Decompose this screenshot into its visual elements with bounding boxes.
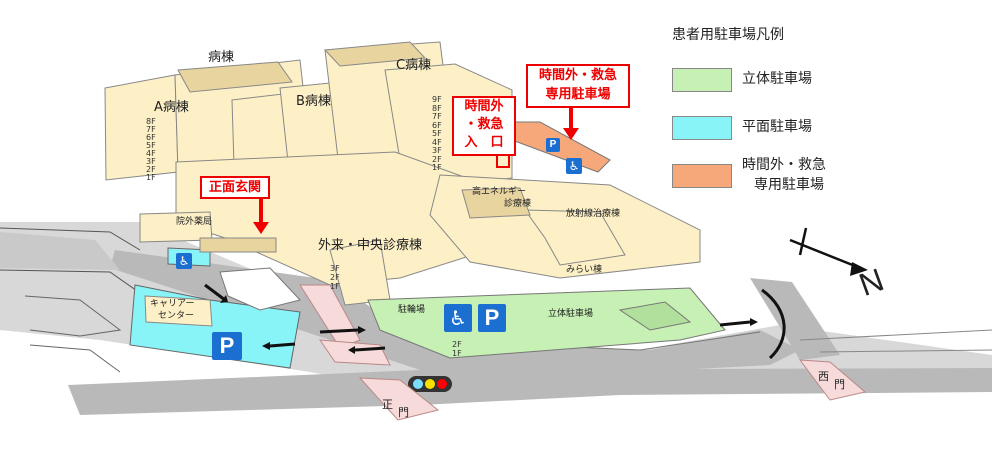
energy-label: 高エネルギー: [472, 187, 527, 197]
traffic-arrows: [204, 283, 786, 360]
legend-swatch-emergency: [672, 164, 732, 188]
pharmacy-label: 院外薬局: [176, 217, 213, 227]
ward-label: 病棟: [208, 50, 235, 65]
floor: 8F: [146, 117, 156, 126]
night-entrance-line3: 入 口: [464, 135, 504, 150]
floor: 2F: [146, 165, 156, 174]
floor: 1F: [146, 173, 156, 182]
mirai-label: みらい棟: [566, 265, 603, 275]
north-arrow: [789, 227, 868, 276]
bike-parking-label: 駐輪場: [398, 305, 426, 315]
walkways: [299, 284, 391, 366]
floor: 3F: [146, 157, 156, 166]
c-ward-floors: 9F 8F 7F 6F 5F 4F 3F 2F 1F: [432, 95, 442, 173]
main-gate-arrow: [358, 377, 440, 421]
b-ward-label: B病棟: [296, 94, 331, 109]
traffic-arrowheads: [220, 295, 758, 354]
floor: 7F: [146, 125, 156, 134]
floor: 2F: [432, 154, 442, 164]
floor: 2F: [452, 340, 462, 349]
legend-label-flat: 平面駐車場: [742, 119, 812, 135]
traffic-light: [408, 376, 452, 392]
legend-label-multistorey: 立体駐車場: [742, 71, 812, 87]
floor: 4F: [432, 137, 442, 147]
radiation-label: 放射線治療棟: [566, 209, 621, 219]
career-label: キャリアー: [150, 299, 195, 309]
flat-parking-sign: P: [212, 332, 242, 360]
floor: 5F: [432, 129, 442, 138]
c-ward-label: C病棟: [396, 58, 432, 73]
outpatient-label: 外来・中央診療棟: [318, 238, 423, 253]
center-label: センター: [158, 311, 195, 321]
west-gate-char-1: 西: [818, 370, 829, 383]
west-gate-arrow: [798, 359, 867, 401]
legend-swatch-multistorey: [672, 68, 732, 92]
legend-label-emergency-1: 時間外・救急: [742, 157, 826, 173]
emergency-parking-sign: P: [546, 138, 560, 152]
emergency-parking-line2: 専用駐車場: [545, 87, 611, 102]
emergency-parking-callout: 時間外・救急 専用駐車場: [526, 64, 630, 108]
career-center-building: [144, 295, 213, 327]
floor: 6F: [432, 120, 442, 130]
main-gate-char-1: 正: [382, 398, 393, 411]
legend-title: 患者用駐車場凡例: [672, 27, 784, 43]
main-entrance-callout: 正面玄関: [200, 176, 270, 199]
floor: 1F: [452, 349, 462, 358]
multistorey-label: 立体駐車場: [548, 309, 594, 319]
wheelchair-icon: ♿: [176, 253, 192, 269]
emergency-parking-lot: [511, 121, 611, 173]
outpatient-floors: 3F 2F 1F: [330, 264, 340, 291]
floor: 8F: [432, 103, 442, 113]
multistorey-parking-sign: P: [478, 304, 506, 332]
floor: 3F: [432, 146, 442, 155]
floor: 5F: [146, 141, 156, 150]
floor: 6F: [146, 133, 156, 142]
main-gate-char-2: 門: [398, 406, 409, 419]
floor: 3F: [330, 264, 340, 273]
energy-label-2: 診療棟: [504, 199, 532, 209]
a-ward-label: A病棟: [154, 100, 189, 115]
a-ward-floors: 8F 7F 6F 5F 4F 3F 2F 1F: [146, 118, 156, 182]
night-entrance-line2: ・救急: [464, 117, 504, 132]
emergency-parking-line1: 時間外・救急: [538, 68, 617, 83]
legend-label-emergency-2: 専用駐車場: [754, 177, 824, 193]
wheelchair-icon: ♿: [566, 158, 582, 174]
floor: 1F: [330, 282, 340, 291]
floor: 9F: [432, 95, 442, 104]
legend-swatch-flat: [672, 116, 732, 140]
west-gate-char-2: 門: [834, 378, 845, 391]
traffic-island: [219, 267, 301, 311]
floor: 7F: [432, 112, 442, 121]
night-entrance-line1: 時間外: [464, 99, 504, 114]
floor: 1F: [432, 163, 442, 172]
parking-floors: 2F 1F: [452, 340, 462, 358]
floor: 4F: [146, 149, 156, 158]
multistorey-ramp: [618, 301, 692, 331]
wheelchair-icon: ♿: [444, 304, 472, 332]
night-entrance-callout: 時間外 ・救急 入 口: [452, 96, 516, 156]
floor: 2F: [330, 273, 340, 282]
